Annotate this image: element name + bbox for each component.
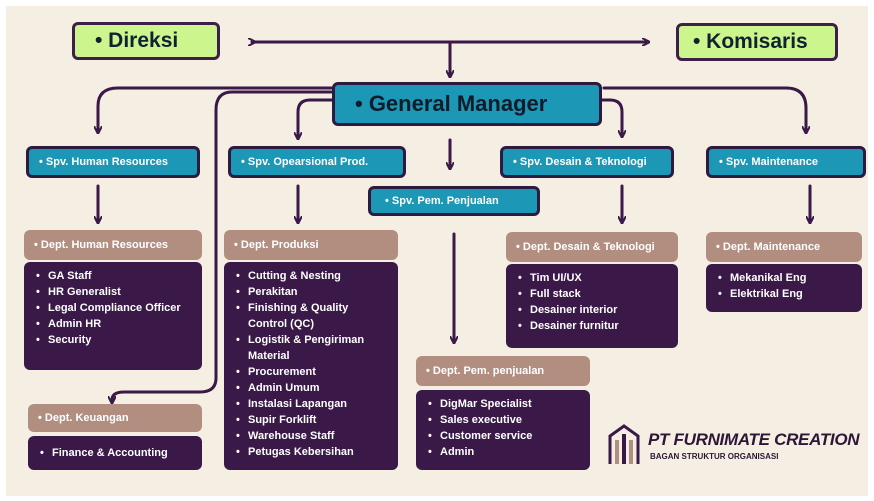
komisaris-box: • Komisaris (676, 23, 838, 61)
list-item: Desainer interior (516, 302, 668, 318)
list-item: DigMar Specialist (426, 396, 580, 412)
company-logo-icon (608, 424, 640, 464)
dept-production-list: Cutting & Nesting Perakitan Finishing & … (224, 262, 398, 470)
list-item: Warehouse Staff (234, 428, 388, 444)
list-item: Customer service (426, 428, 580, 444)
list-item: Mekanikal Eng (716, 270, 852, 286)
list-item: Full stack (516, 286, 668, 302)
spv-hr-label: • Spv. Human Resources (39, 156, 168, 168)
list-item: Instalasi Lapangan (234, 396, 388, 412)
dept-production-header: • Dept. Produksi (224, 230, 398, 260)
list-item: GA Staff (34, 268, 192, 284)
gm-to-spv-design-arrow (600, 98, 622, 134)
spv-hr-box: • Spv. Human Resources (26, 146, 200, 178)
dept-finance-header: • Dept. Keuangan (28, 404, 202, 432)
company-name: PT FURNIMATE CREATION (648, 430, 860, 449)
list-item: Desainer furnitur (516, 318, 668, 334)
company-subtitle: BAGAN STRUKTUR ORGANISASI (650, 452, 779, 461)
org-chart-canvas: • Direksi • Komisaris • General Manager … (6, 6, 868, 496)
spv-design-label: • Spv. Desain & Teknologi (513, 156, 647, 168)
list-item: Admin HR (34, 316, 192, 332)
dept-hr-list: GA Staff HR Generalist Legal Compliance … (24, 262, 202, 370)
dept-sales-list: DigMar Specialist Sales executive Custom… (416, 390, 590, 470)
gm-to-spv-maintenance-arrow (602, 86, 806, 130)
dept-maintenance-list: Mekanikal Eng Elektrikal Eng (706, 264, 862, 312)
direksi-box: • Direksi (72, 22, 220, 60)
list-item: Finance & Accounting (38, 445, 192, 461)
list-item: HR Generalist (34, 284, 192, 300)
dept-finance-list: Finance & Accounting (28, 436, 202, 470)
spv-ops-box: • Spv. Opearsional Prod. (228, 146, 406, 178)
general-manager-box: • General Manager (332, 82, 602, 126)
komisaris-label: • Komisaris (693, 30, 808, 53)
dept-design-header: • Dept. Desain & Teknologi (506, 232, 678, 262)
list-item: Perakitan (234, 284, 388, 300)
direksi-label: • Direksi (95, 29, 179, 52)
list-item: Elektrikal Eng (716, 286, 852, 302)
spv-maintenance-label: • Spv. Maintenance (719, 156, 819, 168)
list-item: Finishing & Quality Control (QC) (234, 300, 388, 332)
list-item: Admin (426, 444, 580, 460)
dept-sales-title: • Dept. Pem. penjualan (426, 365, 545, 377)
spv-ops-label: • Spv. Opearsional Prod. (241, 156, 369, 168)
list-item: Logistik & Pengiriman Material (234, 332, 388, 364)
gm-to-spv-hr-arrow (98, 86, 336, 130)
dept-sales-header: • Dept. Pem. penjualan (416, 356, 590, 386)
spv-design-box: • Spv. Desain & Teknologi (500, 146, 674, 178)
list-item: Petugas Kebersihan (234, 444, 388, 460)
list-item: Admin Umum (234, 380, 388, 396)
gm-to-keuangan-arrow (112, 90, 336, 400)
dept-finance-title: • Dept. Keuangan (38, 412, 129, 424)
spv-sales-label: • Spv. Pem. Penjualan (385, 195, 499, 207)
spv-sales-box: • Spv. Pem. Penjualan (368, 186, 540, 216)
list-item: Sales executive (426, 412, 580, 428)
dept-hr-title: • Dept. Human Resources (34, 239, 169, 251)
list-item: Supir Forklift (234, 412, 388, 428)
dept-maintenance-header: • Dept. Maintenance (706, 232, 862, 262)
dept-design-list: Tim UI/UX Full stack Desainer interior D… (506, 264, 678, 348)
list-item: Tim UI/UX (516, 270, 668, 286)
connector-lines (6, 6, 868, 496)
spv-maintenance-box: • Spv. Maintenance (706, 146, 866, 178)
list-item: Security (34, 332, 192, 348)
list-item: Legal Compliance Officer (34, 300, 192, 316)
list-item: Procurement (234, 364, 388, 380)
list-item: Cutting & Nesting (234, 268, 388, 284)
dept-hr-header: • Dept. Human Resources (24, 230, 202, 260)
gm-to-spv-ops-arrow (298, 98, 336, 136)
general-manager-label: • General Manager (355, 91, 548, 116)
dept-design-title: • Dept. Desain & Teknologi (516, 241, 655, 253)
dept-maintenance-title: • Dept. Maintenance (716, 241, 821, 253)
dept-production-title: • Dept. Produksi (234, 239, 319, 251)
